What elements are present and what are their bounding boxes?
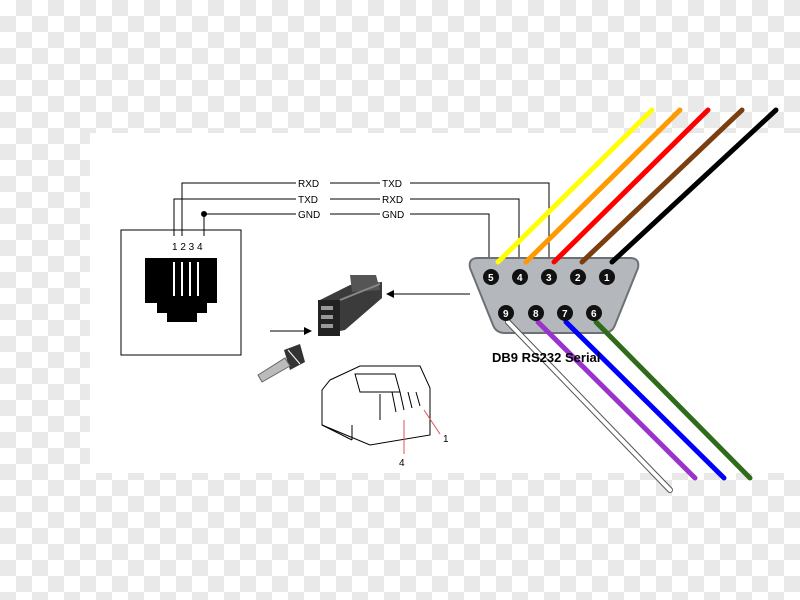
db9-pin-8 <box>528 305 544 321</box>
db9-adapter-icon <box>318 275 382 336</box>
label-bg <box>296 193 330 205</box>
rj-plug-drawing <box>321 365 441 454</box>
plug-pin-label: 1 <box>443 434 449 445</box>
wire-pin7 <box>563 319 727 481</box>
wire-pin5 <box>495 107 655 265</box>
signal-label: TXD <box>298 195 318 206</box>
signal-wires <box>173 182 550 270</box>
gnd-junction-dot <box>201 211 207 217</box>
arrow-head-icon <box>386 290 394 298</box>
db9-pin-5 <box>483 269 499 285</box>
signal-label: GND <box>298 210 320 221</box>
db9-pin-label: 5 <box>488 273 494 284</box>
wire-pin6 <box>593 319 753 481</box>
db9-pin-3 <box>541 269 557 285</box>
signal-label: RXD <box>382 195 403 206</box>
rj-jack: 1 2 3 4 <box>120 229 242 356</box>
label-bg <box>380 193 410 205</box>
db9-pin-label: 8 <box>533 309 539 320</box>
db9-pin-label: 1 <box>604 273 610 284</box>
signal-label: GND <box>382 210 404 221</box>
db9-pin-label: 6 <box>591 309 597 320</box>
rj-pin-numbers: 1 2 3 4 <box>172 242 203 253</box>
signal-label: RXD <box>298 179 319 190</box>
rj-cable-plug-icon <box>257 344 305 383</box>
db9-pin-1 <box>599 269 615 285</box>
rj-jack-frame <box>120 229 242 356</box>
wire-pin8 <box>535 319 698 481</box>
arrow-head-icon <box>304 327 312 335</box>
db9-pin-label: 7 <box>562 309 568 320</box>
wire-pin4 <box>523 107 683 265</box>
signal-label: TXD <box>382 179 402 190</box>
wire-pin2 <box>579 107 745 265</box>
db9-pin-label: 9 <box>503 309 509 320</box>
db9-wires <box>495 107 779 493</box>
label-bg <box>380 208 410 220</box>
db9-connector-shell <box>468 257 640 334</box>
db9-pin-7 <box>557 305 573 321</box>
rxd-txd-wire <box>181 182 550 270</box>
label-bg <box>296 208 330 220</box>
gnd-wire <box>203 213 490 270</box>
db9-pin-2 <box>570 269 586 285</box>
db9-pin-4 <box>512 269 528 285</box>
label-bg <box>380 177 410 189</box>
db9-pin-9 <box>498 305 514 321</box>
db9-top-pins: 5 4 3 2 1 <box>483 269 615 285</box>
db9-pin-6 <box>586 305 602 321</box>
txd-rxd-wire <box>173 198 520 270</box>
db9-pin-label: 2 <box>575 273 581 284</box>
wire-pin3 <box>551 107 711 265</box>
db9-pin-label: 4 <box>517 273 523 284</box>
plug-pin-label: 4 <box>399 458 405 469</box>
db9-caption: DB9 RS232 Serial <box>492 350 600 365</box>
wire-pin9 <box>506 320 672 492</box>
label-bg <box>296 177 330 189</box>
db9-pin-label: 3 <box>546 273 552 284</box>
wire-pin1 <box>609 107 779 265</box>
db9-bottom-pins: 9 8 7 6 <box>498 305 602 321</box>
